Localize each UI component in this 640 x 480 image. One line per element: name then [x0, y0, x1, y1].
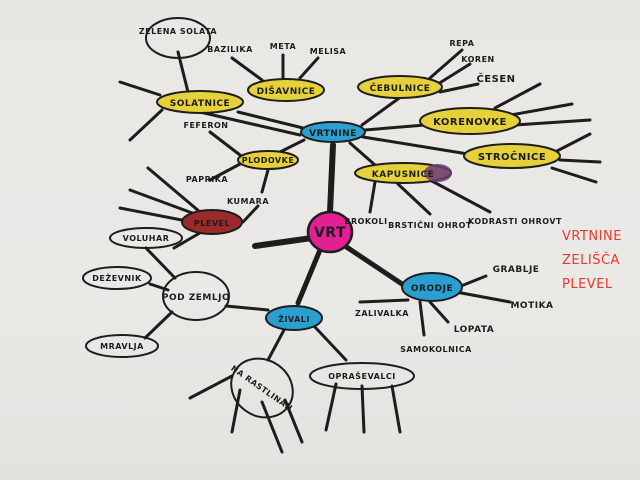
label-paprika: PAPRIKA: [186, 175, 229, 184]
node-pod-zemljo-outline: [162, 271, 230, 321]
label-solatnice: SOLATNICE: [170, 99, 230, 109]
label-orodje: ORODJE: [411, 284, 453, 294]
node-shapes: [82, 17, 561, 419]
label-brstični-ohrot: BRSTIČNI OHROT: [388, 219, 472, 230]
node-vrt-blob: [306, 210, 354, 254]
label-kapusnice: KAPUSNICE: [372, 170, 434, 180]
label-motika: MOTIKA: [510, 301, 553, 311]
label-zelena: ZELENA SOLATA: [139, 27, 218, 36]
node-na-rastlinah-outline: [230, 357, 294, 419]
node-zelena-solata-outline: [145, 17, 211, 59]
label-stročnice: STROČNICE: [478, 150, 546, 163]
legend-plevel: PLEVEL: [562, 277, 613, 292]
label-mravlja: MRAVLJA: [100, 342, 144, 351]
label-plodovke: PLODOVKE: [242, 156, 295, 165]
label-koren: KOREN: [461, 55, 494, 64]
label-živali: ŽIVALI: [278, 313, 310, 324]
node-deževnik-outline: [82, 266, 152, 290]
label-meta: META: [270, 42, 297, 51]
label-feferon: FEFERON: [183, 121, 228, 130]
legend-zelišča: ZELIŠČA: [562, 252, 620, 268]
label-česen: ČESEN: [476, 72, 515, 85]
label-dišavnice: DIŠAVNICE: [257, 85, 316, 97]
node-dišavnice-blob: [247, 78, 325, 102]
node-plevel-blob: [181, 209, 243, 235]
label-deževnik: DEŽEVNIK: [92, 272, 142, 283]
label-repa: REPA: [450, 39, 475, 48]
label-bazilika: BAZILIKA: [207, 45, 253, 54]
label-opraševalci: OPRAŠEVALCI: [328, 370, 396, 381]
label-lopata: LOPATA: [454, 325, 495, 335]
label-vrtnine: VRTNINE: [309, 129, 357, 139]
node-živali-blob: [265, 305, 323, 331]
node-plodovke-blob: [237, 150, 299, 170]
label-voluhar: VOLUHAR: [123, 234, 170, 243]
node-čebulnice-blob: [357, 75, 443, 99]
label-kumara: KUMARA: [227, 197, 269, 206]
connector-lines: [118, 48, 602, 454]
node-solatnice-blob: [156, 90, 244, 114]
label-grablje: GRABLJE: [493, 265, 540, 275]
label-melisa: MELISA: [310, 47, 347, 56]
label-samokolnica: SAMOKOLNICA: [400, 345, 472, 354]
label-brokoli: BROKOLI: [344, 217, 387, 226]
node-stročnice-blob: [463, 143, 561, 169]
center-label: VRT: [314, 225, 346, 241]
label-plevel: PLEVEL: [194, 219, 230, 228]
label-korenovke: KORENOVKE: [433, 117, 507, 128]
label-pod-zemljo: POD ZEMLJO: [162, 293, 230, 303]
node-kapusnice-shade: [424, 164, 452, 182]
legend-vrtnine: VRTNINE: [562, 229, 622, 244]
node-vrtnine-blob: [300, 121, 366, 143]
label-kodrasti-ohrovt: KODRASTI OHROVT: [468, 217, 562, 226]
node-voluhar-outline: [109, 227, 183, 249]
legend: VRTNINE ZELIŠČA PLEVEL: [562, 229, 622, 292]
node-orodje-blob: [401, 272, 463, 302]
node-opraševalci-outline: [309, 362, 415, 390]
label-zalivalka: ZALIVALKA: [355, 309, 409, 318]
label-čebulnice: ČEBULNICE: [370, 82, 431, 94]
node-korenovke-blob: [419, 107, 521, 135]
node-mravlja-outline: [85, 334, 159, 358]
